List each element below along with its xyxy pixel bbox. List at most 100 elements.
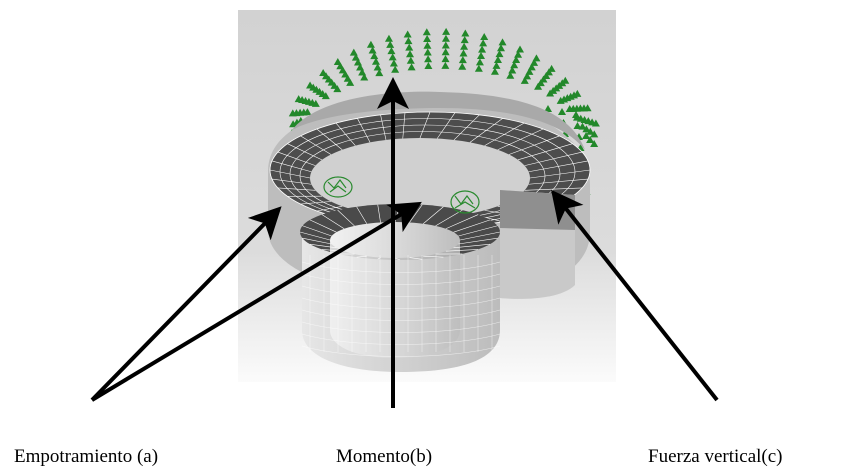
force-arrow-icon	[388, 53, 397, 61]
force-arrow-icon	[375, 69, 384, 77]
force-arrow-icon	[590, 139, 599, 147]
force-arrow-icon	[405, 43, 414, 51]
force-arrow-icon	[476, 52, 485, 60]
force-arrow-icon	[495, 50, 504, 58]
pointer-arrow-a1	[90, 206, 282, 402]
force-arrow-icon	[407, 63, 416, 71]
force-arrow-icon	[424, 55, 433, 63]
force-arrow-icon	[358, 68, 367, 76]
force-arrow-icon	[424, 62, 433, 70]
mesh-line	[301, 345, 501, 357]
mesh-line	[337, 209, 355, 227]
force-arrow-icon	[525, 67, 534, 75]
mesh-line	[301, 309, 501, 321]
force-arrow-icon	[356, 63, 365, 71]
force-arrow-icon	[547, 64, 556, 72]
force-arrow-icon	[288, 109, 297, 117]
force-arrow-icon	[441, 48, 450, 56]
force-arrow-icon	[371, 57, 380, 65]
force-arrow-icon	[478, 45, 487, 53]
pointer-arrows	[90, 77, 719, 408]
mesh-line	[453, 243, 491, 249]
force-arrow-icon	[510, 61, 519, 69]
force-arrow-icon	[520, 76, 529, 84]
force-arrow-icon	[572, 111, 580, 118]
force-arrow-icon	[532, 54, 541, 62]
force-arrow-icon	[458, 62, 467, 70]
force-arrow-icon	[336, 62, 345, 70]
force-arrow-icon	[582, 125, 591, 133]
mesh-line	[301, 285, 501, 297]
label-empotramiento: Empotramiento (a)	[14, 446, 159, 467]
force-arrow-icon	[586, 127, 595, 135]
force-arrow-icon	[391, 65, 400, 73]
mesh-line	[301, 273, 501, 285]
mesh-line	[309, 219, 337, 233]
mesh-line	[394, 257, 401, 261]
mesh-line	[458, 225, 498, 237]
force-arrow-icon	[343, 74, 352, 82]
force-arrow-icon	[406, 50, 415, 58]
force-arrow-icon	[523, 72, 532, 80]
mesh-line	[423, 255, 444, 258]
mesh-line	[302, 225, 332, 237]
mesh-line	[302, 237, 332, 245]
force-arrow-icon	[306, 81, 315, 89]
force-arrow-icon	[368, 46, 377, 54]
force-arrow-icon	[441, 61, 450, 69]
force-arrow-icon	[490, 67, 499, 75]
mesh-line	[301, 321, 501, 333]
force-arrow-icon	[422, 28, 431, 36]
mesh-line	[301, 333, 501, 345]
mesh-line	[458, 237, 498, 245]
mesh-line	[445, 214, 479, 230]
force-arrow-icon	[333, 58, 342, 66]
force-arrow-icon	[441, 41, 450, 49]
force-arrow-icon	[360, 73, 369, 81]
force-arrow-icon	[403, 30, 412, 38]
force-arrow-icon	[441, 55, 450, 63]
force-arrow-icon	[338, 66, 347, 74]
force-arrow-icon	[539, 75, 548, 83]
force-arrow-icon	[458, 56, 467, 64]
fixed-support-icon	[323, 176, 480, 214]
mesh-line	[435, 209, 463, 227]
force-arrow-icon	[341, 70, 350, 78]
force-arrow-icon	[512, 56, 521, 64]
force-arrow-icon	[349, 48, 358, 56]
force-arrow-icon	[319, 69, 328, 77]
force-arrow-icon	[480, 32, 489, 40]
force-arrow-icon	[506, 71, 515, 79]
force-arrow-icon	[530, 58, 539, 66]
force-arrow-icon	[289, 120, 298, 128]
force-arrow-icon	[544, 105, 552, 112]
force-arrow-icon	[423, 35, 432, 43]
force-arrow-icon	[459, 49, 468, 57]
pointer-arrow-a2	[90, 201, 422, 402]
force-arrow-icon	[351, 53, 360, 61]
force-arrow-icon	[460, 42, 469, 50]
force-arrow-icon	[583, 104, 592, 112]
force-arrow-icon	[536, 79, 545, 87]
force-arrow-icon	[387, 47, 396, 55]
force-arrow-icon	[441, 34, 450, 42]
force-arrow-icon	[475, 58, 484, 66]
force-arrow-icon	[514, 50, 523, 58]
mesh-line	[356, 255, 367, 258]
force-arrow-icon	[366, 40, 375, 48]
mesh-line	[299, 231, 331, 241]
mesh-line	[321, 214, 345, 230]
force-arrow-icon	[442, 27, 451, 35]
label-fuerza-vertical: Fuerza vertical(c)	[648, 446, 783, 467]
force-arrow-icon	[346, 78, 355, 86]
mesh-line	[377, 204, 381, 223]
force-arrow-icon	[492, 61, 501, 69]
force-arrow-icon	[370, 52, 379, 60]
label-momento: Momento(b)	[336, 446, 433, 467]
force-arrow-icon	[544, 68, 553, 76]
force-arrow-icon	[590, 130, 599, 138]
force-arrow-icon	[534, 82, 543, 90]
force-arrow-icon	[423, 41, 432, 49]
mesh-line	[459, 231, 501, 241]
